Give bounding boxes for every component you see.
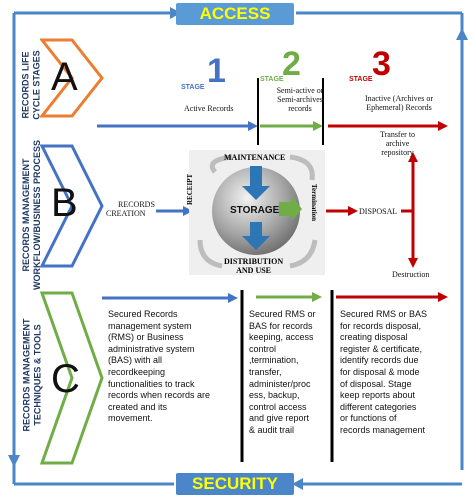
box1-line: records when records are — [108, 390, 211, 401]
stage-2-prefix: STAGE — [260, 76, 284, 83]
box1-line: administrative system — [108, 343, 195, 354]
maintenance-label: MAINTENANCE — [224, 153, 286, 162]
box3-line: records management — [340, 424, 426, 435]
box2-line: transfer, — [249, 366, 282, 377]
box2-line: keeping, access — [249, 332, 314, 343]
box3-line: Secured RMS or BAS — [340, 309, 428, 319]
box3-line: different categories — [340, 401, 417, 412]
box3-line: keep reports about — [340, 390, 416, 401]
receipt-label: RECEIPT — [186, 173, 194, 205]
box1-line: management system — [108, 320, 192, 331]
box1-line: Secured Records — [108, 309, 178, 319]
security-banner: SECURITY — [176, 473, 294, 495]
stage-3-prefix: STAGE — [349, 76, 373, 83]
destruction-label: Destruction — [392, 270, 430, 279]
box1-line: created and its — [108, 401, 168, 412]
box3-line: register & certificate, — [340, 343, 423, 354]
box2-line: control — [249, 343, 277, 354]
box3-line: for disposal & mode — [340, 366, 420, 377]
stage-3-number: 3 — [372, 45, 391, 83]
box1-line: functionalities to track — [108, 378, 195, 389]
box3-line: for records disposal, — [340, 320, 422, 331]
box3-line: or functions of — [340, 413, 397, 424]
box3-line: creating disposal — [340, 332, 408, 343]
letter-c: C — [51, 357, 80, 401]
termination-label: Termination — [310, 184, 318, 222]
box2-line: ess, backup, — [249, 390, 300, 401]
stage-1-number: 1 — [207, 52, 226, 90]
letter-a: A — [51, 55, 78, 99]
stage-1-prefix: STAGE — [181, 84, 205, 91]
box2-line: ,termination, — [249, 355, 299, 366]
disposal-label: DISPOSAL — [359, 207, 398, 216]
box1-line: (BAS) with all — [108, 355, 163, 366]
box3-line: of disposal. Stage — [340, 378, 412, 389]
access-banner: ACCESS — [176, 3, 294, 25]
box2-line: Secured RMS or — [249, 309, 316, 319]
box3-line: identify records due — [340, 355, 419, 366]
box1-line: recordkeeping — [108, 366, 166, 377]
row-chevrons — [40, 38, 104, 465]
letter-b: B — [51, 181, 78, 225]
box2-line: control access — [249, 401, 307, 412]
storage-label: STORAGE — [230, 205, 280, 216]
box2-line: administer/proc — [249, 378, 311, 389]
box2-line: & audit trail — [249, 424, 295, 435]
box1-line: movement. — [108, 413, 153, 424]
stage-2-number: 2 — [282, 45, 301, 83]
box2-line: and give report — [249, 413, 310, 424]
box1-line: (RMS) or Business — [108, 332, 184, 343]
stage-1-desc: Active Records — [184, 104, 234, 113]
box2-line: BAS for records — [249, 320, 313, 331]
